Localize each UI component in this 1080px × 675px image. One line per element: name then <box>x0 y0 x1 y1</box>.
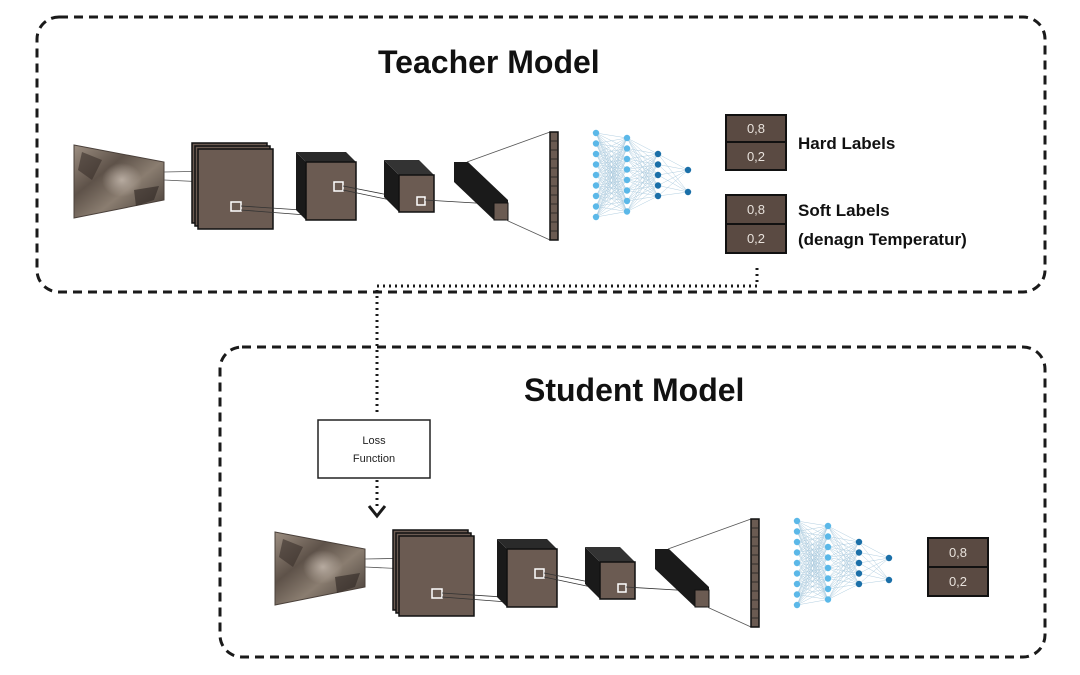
neuron-node <box>654 182 662 189</box>
neuron-node <box>592 150 600 158</box>
neuron-node <box>592 182 600 189</box>
student-network <box>793 517 893 609</box>
input-image-icon <box>73 144 165 219</box>
neuron-node <box>592 129 600 137</box>
flatten-layer <box>750 518 760 628</box>
neuron-node <box>824 575 832 582</box>
feature-map-2 <box>296 152 357 221</box>
neuron-node <box>824 585 832 593</box>
feature-map-2 <box>497 539 558 608</box>
neuron-node <box>793 517 801 525</box>
loss-function-box: Loss Function <box>317 419 431 479</box>
neuron-node <box>623 166 631 173</box>
soft-labels-box: 0,8 0,2 <box>725 194 787 254</box>
neuron-node <box>793 528 801 535</box>
neuron-node <box>592 161 600 168</box>
neuron-node <box>623 145 631 152</box>
neuron-node <box>592 171 600 179</box>
teacher-title: Teacher Model <box>378 44 600 80</box>
feature-map-3 <box>384 160 435 213</box>
teacher-network <box>592 129 692 221</box>
teacher-cnn <box>73 131 559 241</box>
arrow-down-icon <box>367 505 387 519</box>
soft-labels-label: Soft Labels <box>798 201 890 220</box>
neuron-node <box>592 203 600 210</box>
neuron-node <box>855 538 863 546</box>
neuron-node <box>885 576 893 584</box>
input-image-icon <box>274 531 366 606</box>
loss-function-line2: Function <box>353 453 395 465</box>
neuron-node <box>824 554 832 561</box>
neuron-node <box>623 134 631 142</box>
neuron-node <box>855 570 863 577</box>
feature-map-3 <box>585 547 636 600</box>
hard-labels-label: Hard Labels <box>798 134 895 153</box>
hard-label-value-2: 0,2 <box>747 149 765 164</box>
feature-map-1 <box>191 142 274 230</box>
hard-label-value-1: 0,8 <box>747 121 765 136</box>
soft-label-value-2: 0,2 <box>747 231 765 246</box>
teacher-panel <box>35 15 1047 294</box>
neuron-node <box>623 197 631 205</box>
neuron-node <box>824 522 832 530</box>
flatten-layer <box>549 131 559 241</box>
neuron-node <box>855 549 863 556</box>
student-output-value-2: 0,2 <box>949 574 967 589</box>
neuron-node <box>793 570 801 577</box>
neuron-node <box>793 601 801 609</box>
soft-labels-sublabel: (denagn Temperatur) <box>798 230 967 249</box>
neuron-node <box>623 208 631 215</box>
neuron-node <box>824 564 832 572</box>
student-cnn <box>274 518 760 628</box>
neuron-node <box>654 171 662 179</box>
student-output-box: 0,8 0,2 <box>927 537 989 597</box>
neuron-node <box>654 192 662 200</box>
student-title: Student Model <box>524 372 744 408</box>
neuron-node <box>824 596 832 603</box>
neuron-node <box>793 580 801 588</box>
distillation-connector <box>375 268 759 415</box>
neuron-node <box>793 591 801 598</box>
neuron-node <box>855 559 863 567</box>
neuron-node <box>623 155 631 163</box>
feature-map-4 <box>655 549 710 608</box>
hard-labels-box: 0,8 0,2 <box>725 114 787 171</box>
loss-function-line1: Loss <box>362 435 386 447</box>
neuron-node <box>824 533 832 540</box>
neuron-node <box>793 538 801 546</box>
neuron-node <box>885 554 893 562</box>
neuron-node <box>592 213 600 221</box>
student-output-value-1: 0,8 <box>949 545 967 560</box>
neuron-node <box>684 188 692 196</box>
feature-map-1 <box>392 529 475 617</box>
neuron-node <box>824 543 832 551</box>
neuron-node <box>592 192 600 200</box>
neuron-node <box>684 166 692 174</box>
neuron-node <box>654 161 662 168</box>
neuron-node <box>623 187 631 194</box>
neuron-node <box>654 150 662 158</box>
neuron-node <box>855 580 863 588</box>
neuron-node <box>793 549 801 556</box>
neuron-node <box>592 140 600 147</box>
feature-map-4 <box>454 162 509 221</box>
neuron-node <box>793 559 801 567</box>
student-panel <box>218 345 1047 659</box>
neuron-node <box>623 176 631 184</box>
soft-label-value-1: 0,8 <box>747 202 765 217</box>
